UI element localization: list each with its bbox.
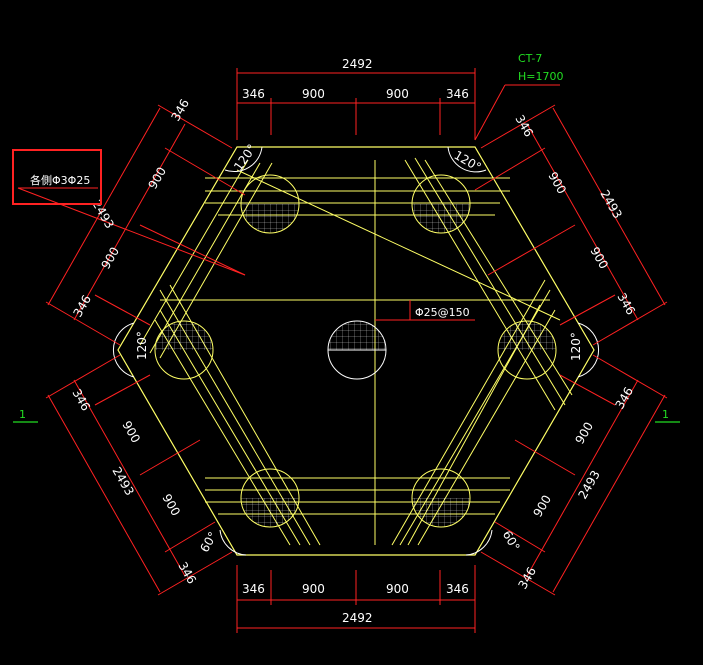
ul-seg-4: 346 [70, 293, 94, 320]
section-mark-left[interactable]: 1 [13, 408, 38, 423]
edge-rebar-highlight-box[interactable] [12, 149, 102, 205]
mesh-rebar-label: Φ25@150 [415, 306, 470, 319]
pile-center [327, 320, 387, 380]
lr-seg-2: 900 [572, 420, 596, 447]
ur-total: 2493 [597, 188, 624, 221]
angle-label-bottom-left: 60° [197, 529, 220, 554]
lr-seg-3: 900 [530, 493, 554, 520]
rebar-lines [139, 157, 573, 546]
angle-label-left: 120° [135, 331, 149, 360]
pile-cap-outline [117, 146, 595, 556]
ll-total: 2493 [109, 465, 136, 498]
top-seg-4: 346 [446, 87, 469, 101]
angle-label-top-left: 120° [231, 142, 259, 174]
bottom-seg-4: 346 [446, 582, 469, 596]
bottom-seg-2: 900 [302, 582, 325, 596]
top-seg-2: 900 [302, 87, 325, 101]
ul-seg-3: 900 [98, 245, 122, 272]
section-mark-right-label: 1 [662, 408, 669, 421]
bottom-seg-1: 346 [242, 582, 265, 596]
pile-right [497, 320, 557, 380]
edge-rebar-label: 各側Φ3Φ25 [30, 173, 90, 187]
angle-arcs [112, 146, 600, 556]
pile-top-right [411, 174, 471, 234]
bottom-seg-3: 900 [386, 582, 409, 596]
ur-seg-1: 346 [512, 113, 536, 140]
ll-seg-2: 900 [119, 419, 143, 446]
dimension-lines [17, 68, 668, 633]
pile-left [154, 320, 214, 380]
top-seg-1: 346 [242, 87, 265, 101]
ll-seg-3: 900 [159, 492, 183, 519]
lr-seg-4: 346 [515, 565, 539, 592]
ul-seg-2: 900 [145, 165, 169, 192]
angle-label-right: 120° [569, 332, 583, 361]
top-seg-3: 900 [386, 87, 409, 101]
pile-cap-name: CT-7 [518, 52, 542, 65]
top-total-dim: 2492 [342, 57, 373, 71]
bottom-total-dim: 2492 [342, 611, 373, 625]
ul-seg-1: 346 [168, 97, 192, 124]
ur-seg-3: 900 [587, 245, 611, 272]
pile-cap-height: H=1700 [518, 70, 563, 83]
ll-seg-1: 346 [69, 387, 93, 414]
lr-total: 2493 [575, 468, 602, 501]
section-mark-left-label: 1 [19, 408, 26, 421]
pile-top-left [240, 174, 300, 234]
section-mark-right[interactable]: 1 [655, 408, 680, 423]
cap-leader-line [474, 84, 506, 141]
